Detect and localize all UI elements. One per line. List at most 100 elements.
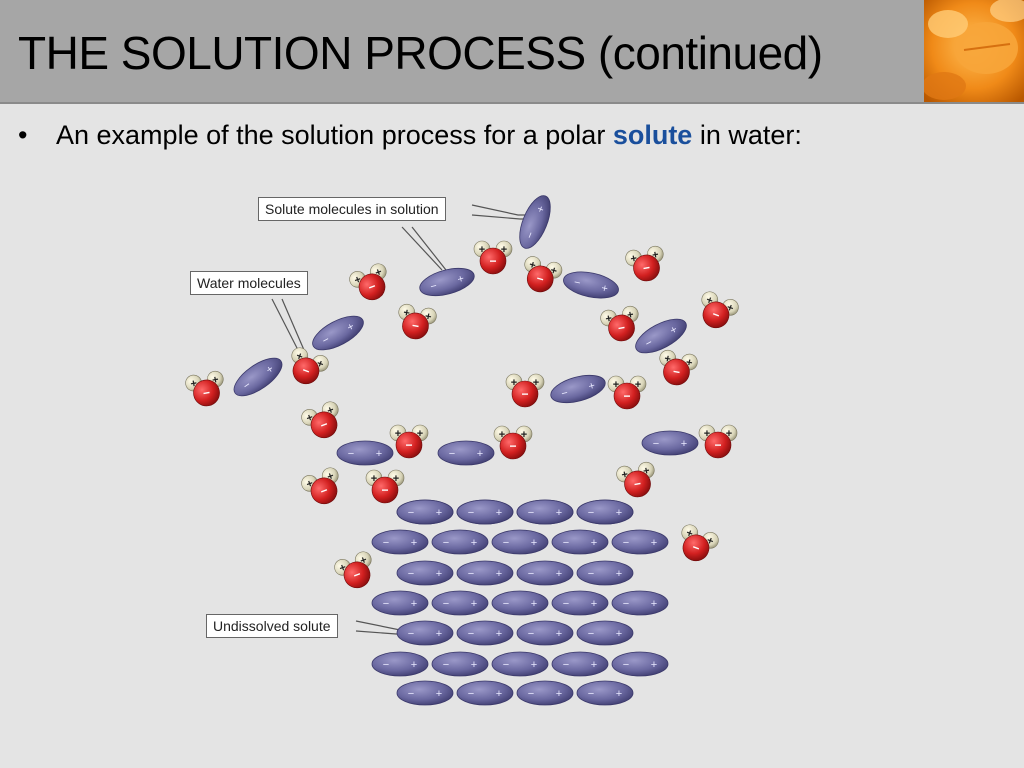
water-molecule: ++− xyxy=(291,347,329,385)
svg-text:+: + xyxy=(651,659,657,671)
svg-text:+: + xyxy=(305,412,315,425)
svg-text:+: + xyxy=(533,377,539,389)
svg-text:−: − xyxy=(588,568,594,580)
svg-text:+: + xyxy=(436,688,442,700)
solute-molecule: −+ xyxy=(312,315,364,351)
svg-text:+: + xyxy=(616,628,622,640)
solute-molecule: −+ xyxy=(563,271,619,299)
svg-text:−: − xyxy=(521,387,528,401)
bullet-text-after: in water: xyxy=(692,120,802,150)
solute-molecule: −+ xyxy=(576,680,634,706)
water-molecule: ++− xyxy=(600,305,639,342)
solute-molecule: −+ xyxy=(396,499,454,525)
svg-text:+: + xyxy=(371,473,377,485)
solute-molecule: −+ xyxy=(491,651,549,677)
svg-text:+: + xyxy=(456,273,465,286)
solute-molecule: −+ xyxy=(371,590,429,616)
svg-text:−: − xyxy=(509,439,516,453)
water-molecules: ++−++−++−++−++−++−++−++−++−++−++−++−++−+… xyxy=(185,240,739,589)
svg-text:+: + xyxy=(424,311,432,324)
title-divider xyxy=(0,102,1024,104)
svg-text:−: − xyxy=(503,537,509,549)
svg-text:+: + xyxy=(436,628,442,640)
svg-text:−: − xyxy=(429,280,438,293)
svg-text:−: − xyxy=(408,568,414,580)
svg-text:−: − xyxy=(383,537,389,549)
solute-molecule: −+ xyxy=(456,560,514,586)
svg-text:+: + xyxy=(190,378,198,391)
solute-molecule: −+ xyxy=(516,560,574,586)
water-molecule: ++− xyxy=(398,303,437,340)
water-molecule: ++− xyxy=(473,240,513,275)
slide-title: THE SOLUTION PROCESS (continued) xyxy=(18,27,823,79)
svg-text:+: + xyxy=(587,380,596,393)
svg-text:+: + xyxy=(326,404,336,417)
bullet-highlight-solute: solute xyxy=(612,120,693,150)
water-molecule: ++− xyxy=(681,524,719,562)
svg-text:+: + xyxy=(359,554,369,567)
solute-molecule: −+ xyxy=(519,195,551,249)
svg-text:+: + xyxy=(496,507,502,519)
svg-text:−: − xyxy=(503,598,509,610)
solute-molecule: −+ xyxy=(371,651,429,677)
svg-text:+: + xyxy=(326,470,336,483)
svg-text:−: − xyxy=(443,598,449,610)
svg-text:+: + xyxy=(471,659,477,671)
svg-text:+: + xyxy=(651,598,657,610)
svg-text:−: − xyxy=(714,438,721,452)
solute-molecule: −+ xyxy=(431,529,489,555)
solute-molecule: −+ xyxy=(611,651,669,677)
svg-text:−: − xyxy=(348,448,354,460)
water-molecule: ++− xyxy=(389,424,429,459)
svg-text:+: + xyxy=(496,628,502,640)
callout-leader-lines xyxy=(271,204,525,636)
svg-text:−: − xyxy=(563,598,569,610)
svg-text:−: − xyxy=(588,688,594,700)
solute-molecule: −+ xyxy=(431,590,489,616)
solute-molecule: −+ xyxy=(576,499,634,525)
svg-text:+: + xyxy=(684,527,694,540)
svg-text:+: + xyxy=(479,244,485,256)
pills-image xyxy=(924,0,1024,102)
svg-text:+: + xyxy=(393,473,399,485)
svg-text:−: − xyxy=(320,334,331,348)
svg-text:−: − xyxy=(408,688,414,700)
svg-text:−: − xyxy=(672,364,681,379)
svg-text:+: + xyxy=(211,374,219,387)
svg-text:+: + xyxy=(353,274,363,287)
water-molecule: ++− xyxy=(625,245,664,282)
svg-text:+: + xyxy=(681,438,687,450)
svg-text:−: − xyxy=(202,385,211,400)
solute-molecule: −+ xyxy=(516,680,574,706)
callout-undissolved-solute: Undissolved solute xyxy=(206,614,338,638)
svg-text:+: + xyxy=(616,568,622,580)
svg-text:+: + xyxy=(591,537,597,549)
svg-text:+: + xyxy=(501,244,507,256)
solute-molecule: −+ xyxy=(576,560,634,586)
solute-molecule: −+ xyxy=(551,590,609,616)
solute-molecule: −+ xyxy=(456,620,514,646)
bullet-text-before: An example of the solution process for a… xyxy=(56,120,613,150)
svg-text:−: − xyxy=(468,568,474,580)
svg-text:−: − xyxy=(524,230,538,240)
svg-text:+: + xyxy=(630,253,638,266)
svg-text:+: + xyxy=(496,688,502,700)
svg-text:−: − xyxy=(366,279,377,295)
svg-text:+: + xyxy=(411,598,417,610)
svg-text:+: + xyxy=(725,302,735,315)
svg-text:−: − xyxy=(642,260,651,275)
callout-solute-in-solution: Solute molecules in solution xyxy=(258,197,446,221)
svg-text:−: − xyxy=(503,659,509,671)
bullet-item: • An example of the solution process for … xyxy=(18,120,802,151)
svg-text:+: + xyxy=(496,568,502,580)
svg-text:+: + xyxy=(376,448,382,460)
svg-text:+: + xyxy=(374,266,384,279)
svg-text:−: − xyxy=(617,320,626,335)
svg-text:−: − xyxy=(381,483,388,497)
svg-text:+: + xyxy=(685,357,693,370)
solute-molecule: −+ xyxy=(431,651,489,677)
svg-text:−: − xyxy=(573,277,582,290)
svg-text:+: + xyxy=(613,379,619,391)
bullet-marker: • xyxy=(18,120,28,150)
svg-text:+: + xyxy=(651,537,657,549)
